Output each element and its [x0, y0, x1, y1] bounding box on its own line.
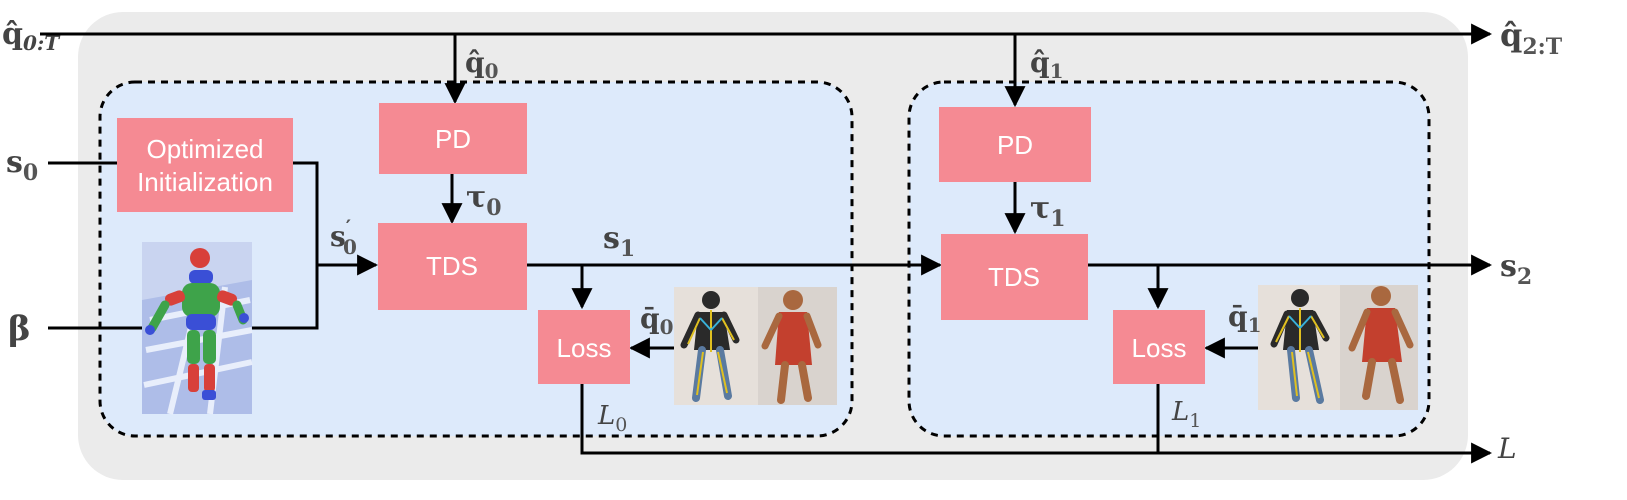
tds-label-0: TDS	[426, 251, 478, 281]
loss-block-0	[538, 310, 630, 384]
tds-block-0	[378, 223, 527, 310]
tds-label-1: TDS	[988, 262, 1040, 292]
label-qbar0: q̄0	[640, 302, 674, 339]
label-tau0: τ0	[466, 180, 502, 221]
pd-label-1: PD	[997, 130, 1033, 160]
loss-label-0: Loss	[557, 333, 612, 363]
pd-block-0	[379, 103, 527, 174]
label-s1: s1	[603, 221, 635, 262]
label-q0-hat: q̂0	[465, 46, 499, 83]
video-frame-image-0	[674, 287, 837, 405]
label-tau1: τ1	[1030, 191, 1066, 232]
label-q-input: q̂0:T	[2, 17, 61, 55]
label-s2: s2	[1500, 249, 1532, 290]
init-block-line2: Initialization	[137, 167, 273, 197]
beta-line	[48, 265, 319, 330]
init-block-line1: Optimized	[146, 134, 263, 164]
label-s0-prime: s′0	[330, 215, 357, 259]
init-block	[117, 118, 293, 212]
loss-block-1	[1113, 310, 1205, 384]
label-total-L: L	[1497, 432, 1517, 465]
total-loss-line	[580, 384, 1493, 464]
pd-block-1	[939, 107, 1091, 182]
label-L0: L0	[597, 401, 627, 436]
pd-label-0: PD	[435, 124, 471, 154]
label-q1-hat: q̂1	[1030, 46, 1064, 83]
tds-block-1	[941, 234, 1088, 320]
init-output-line	[293, 161, 319, 265]
humanoid-sim-image	[142, 242, 253, 415]
label-qbar1: q̄1	[1228, 300, 1262, 337]
loss-label-1: Loss	[1132, 333, 1187, 363]
connectors	[40, 23, 1493, 464]
label-L1: L1	[1171, 397, 1201, 432]
label-s0: s0	[6, 145, 38, 186]
label-q-output: q̂2:T	[1500, 16, 1563, 60]
video-frame-image-1	[1258, 285, 1418, 410]
label-beta: β	[8, 309, 31, 349]
